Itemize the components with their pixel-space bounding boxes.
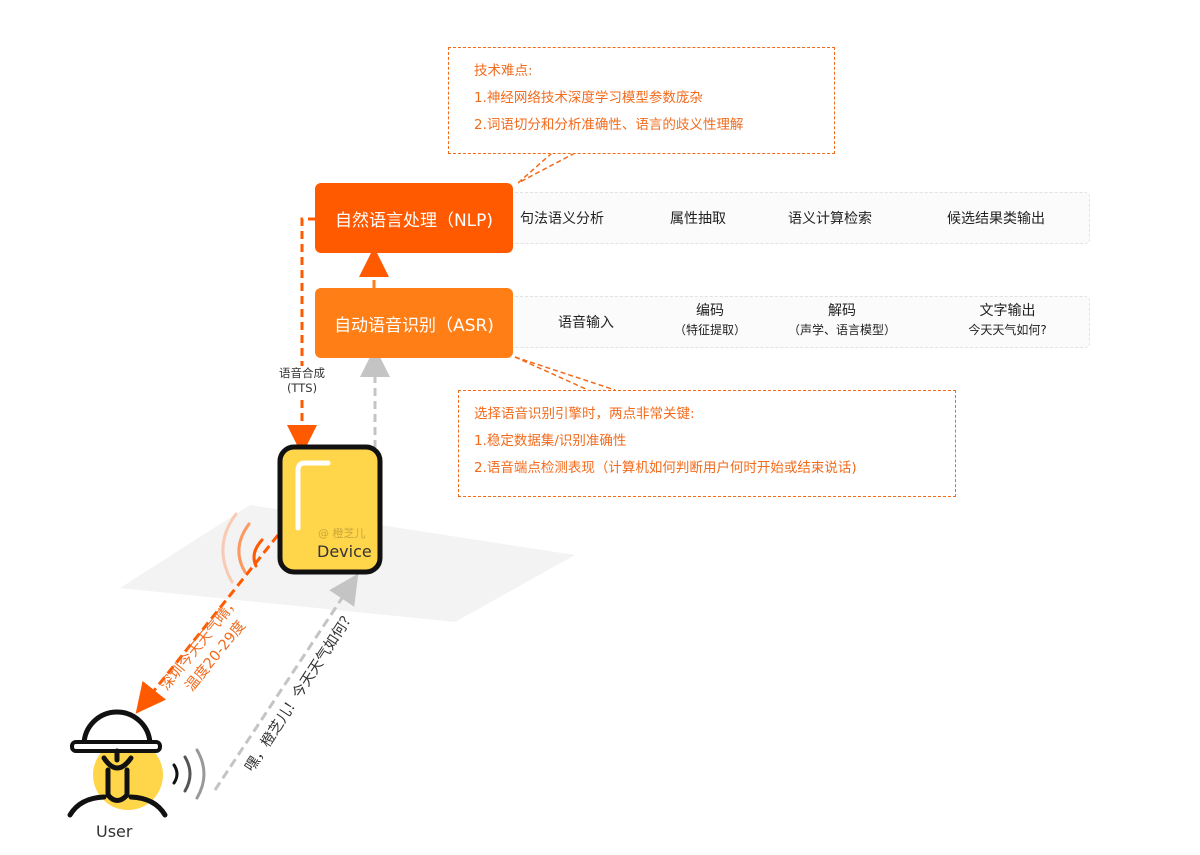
asr-step-main: 语音输入 <box>558 315 614 331</box>
user-avatar-icon <box>67 709 168 818</box>
nlp-step: 属性抽取 <box>670 211 726 227</box>
asr-step: 解码 （声学、语言模型） <box>782 301 902 339</box>
nlp-step: 句法语义分析 <box>520 211 604 227</box>
nlp-step: 候选结果类输出 <box>947 211 1045 227</box>
device-watermark: @ 橙芝儿 <box>318 527 366 540</box>
nlp-note-title: 技术难点: <box>474 63 533 79</box>
asr-step-main: 编码 <box>696 303 724 319</box>
asr-note-tail <box>514 356 616 391</box>
user-sound-waves-icon <box>172 748 206 800</box>
nlp-note-tail <box>517 152 576 184</box>
nlp-difficulty-note: 技术难点: 1.神经网络技术深度学习模型参数庞杂 2.词语切分和分析准确性、语言… <box>448 47 835 154</box>
query-arrow <box>213 573 359 791</box>
asr-note-item: 1.稳定数据集/识别准确性 <box>474 433 627 449</box>
asr-step-main: 文字输出 <box>979 303 1036 319</box>
asr-step: 文字输出 今天天气如何? <box>950 301 1065 339</box>
tts-label-line: 语音合成 <box>279 366 325 380</box>
asr-step-sub: （特征提取） <box>673 323 746 337</box>
asr-step-main: 解码 <box>828 303 856 319</box>
device-icon <box>277 444 383 575</box>
asr-note-item: 2.语音端点检测表现（计算机如何判断用户何时开始或结束说话) <box>474 460 857 476</box>
asr-keypoints-note: 选择语音识别引擎时，两点非常关键: 1.稳定数据集/识别准确性 2.语音端点检测… <box>458 390 956 497</box>
user-label: User <box>96 822 133 841</box>
asr-step-sub: （声学、语言模型） <box>787 323 896 337</box>
device-label: Device <box>317 542 372 561</box>
nlp-note-item: 1.神经网络技术深度学习模型参数庞杂 <box>474 90 703 106</box>
asr-module-label: 自动语音识别（ASR) <box>334 315 494 336</box>
asr-note-title: 选择语音识别引擎时，两点非常关键: <box>474 406 695 422</box>
asr-pipeline-lane <box>505 296 1090 348</box>
asr-module[interactable]: 自动语音识别（ASR) <box>315 288 513 358</box>
tts-arrow <box>287 217 317 455</box>
nlp-note-item: 2.词语切分和分析准确性、语言的歧义性理解 <box>474 117 744 133</box>
asr-step-sub: 今天天气如何? <box>968 323 1047 337</box>
tts-label-line: (TTS) <box>286 381 318 395</box>
nlp-pipeline-lane <box>505 192 1090 244</box>
nlp-step: 语义计算检索 <box>788 211 872 227</box>
nlp-module[interactable]: 自然语言处理（NLP) <box>315 183 513 253</box>
asr-step: 语音输入 <box>558 313 614 333</box>
nlp-module-label: 自然语言处理（NLP) <box>334 210 494 231</box>
device-sound-waves-icon <box>221 512 264 584</box>
tts-label: 语音合成 (TTS) <box>270 366 334 396</box>
asr-step: 编码 （特征提取） <box>665 301 755 339</box>
